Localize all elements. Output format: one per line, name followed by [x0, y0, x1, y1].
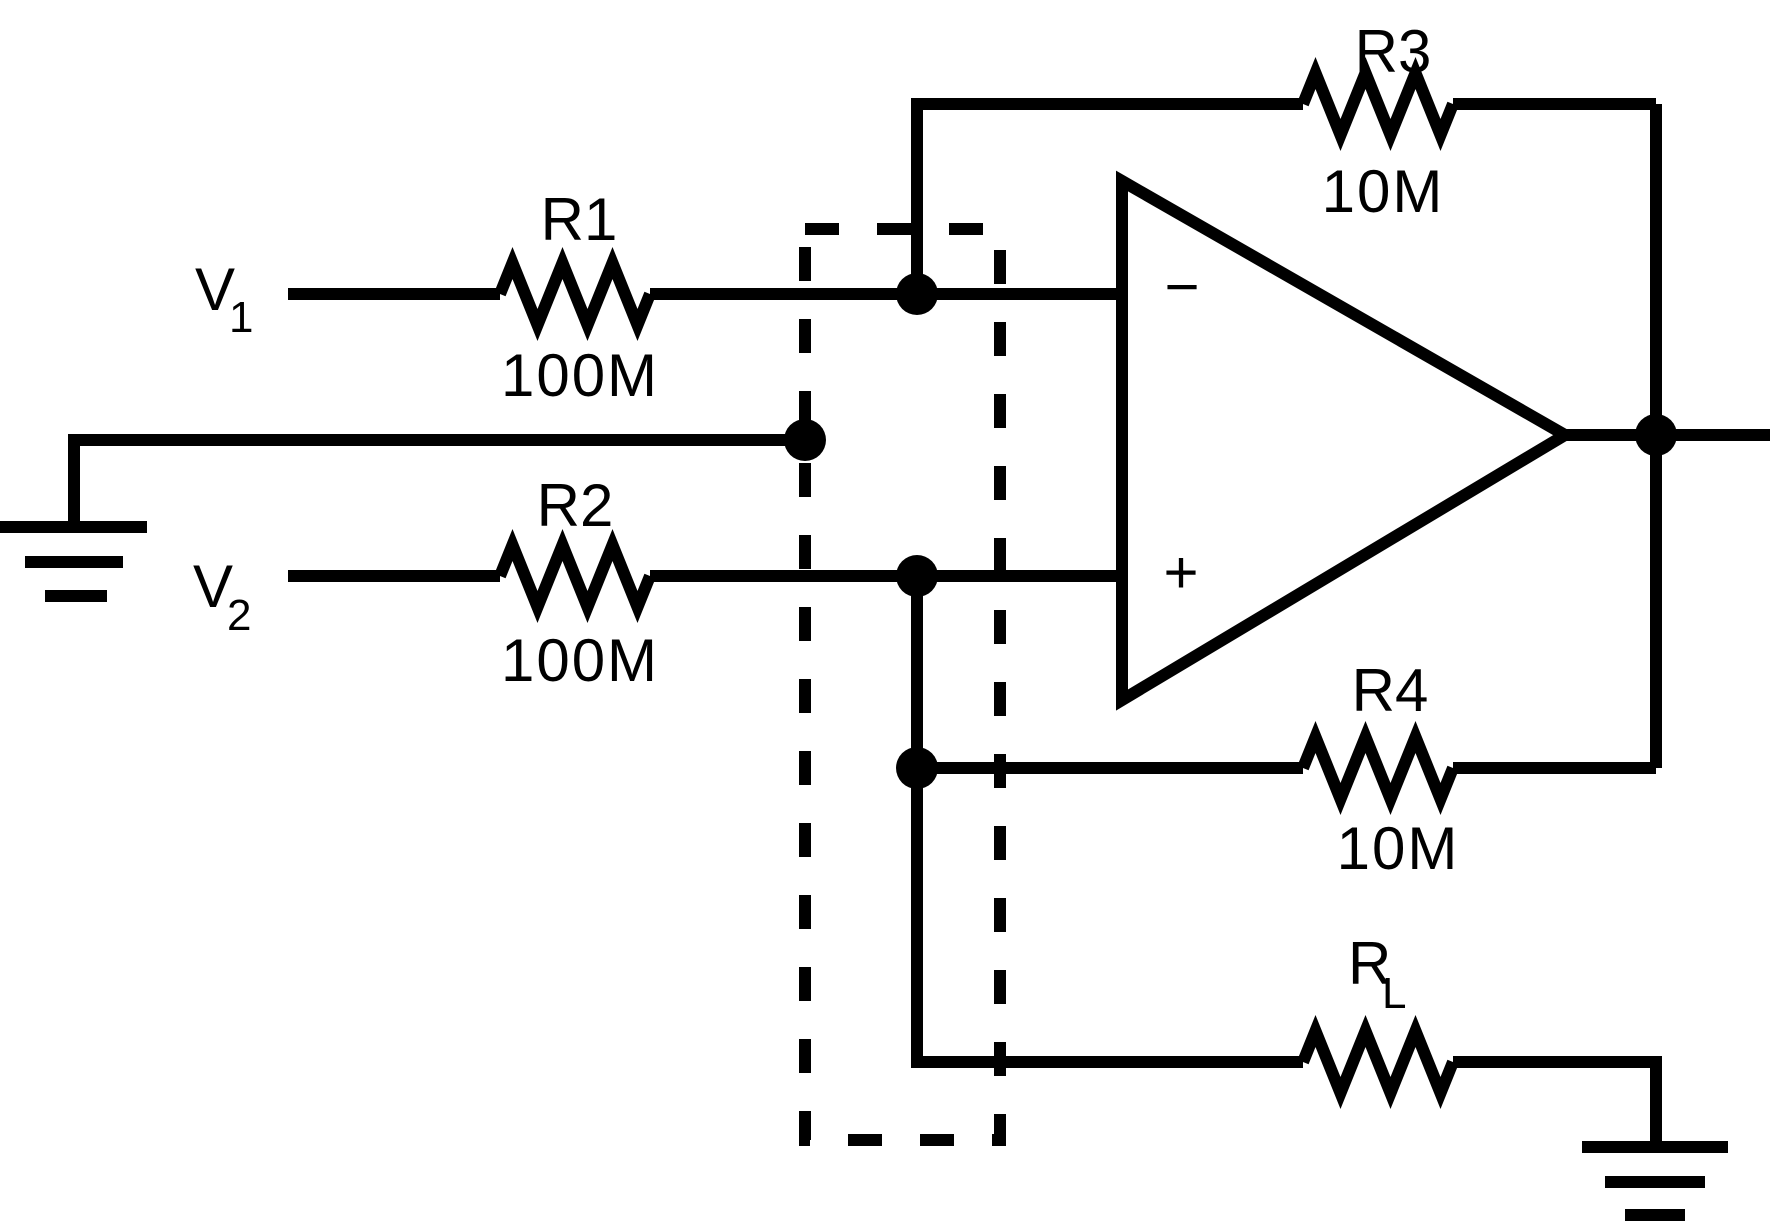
junction-dot-r4-node: [896, 747, 938, 789]
rl-label-subscript: L: [1382, 969, 1406, 1018]
v1-label-subscript: 1: [229, 293, 253, 342]
r1-value: 100M: [501, 342, 659, 409]
r2-label: R2: [537, 472, 614, 539]
resistor-r4-symbol: [1297, 720, 1459, 816]
v2-label: V: [193, 553, 233, 620]
junction-dot-inverting-node: [896, 273, 938, 315]
r4-value: 10M: [1337, 815, 1460, 882]
wire-ground-to-guard: [68, 434, 805, 527]
guard-ring-dashed-box: [799, 223, 1006, 1146]
ground-symbol-bottom: [1582, 1141, 1728, 1221]
opamp-inverting-input-symbol: −: [1164, 253, 1199, 320]
wire-inverting-to-r3: [911, 98, 1303, 294]
ground-symbol-left: [0, 521, 147, 602]
resistor-r1-symbol: [494, 246, 656, 342]
opamp-noninverting-input-symbol: +: [1163, 539, 1198, 606]
junction-dot-output-node: [1635, 414, 1677, 456]
v2-label-subscript: 2: [227, 591, 251, 640]
opamp-triangle: [1116, 170, 1577, 711]
r4-label: R4: [1352, 657, 1429, 724]
r2-value: 100M: [501, 627, 659, 694]
r3-value: 10M: [1322, 158, 1445, 225]
r3-label: R3: [1355, 18, 1432, 85]
wire-rl-to-ground: [1453, 1056, 1662, 1147]
rl-label: R: [1348, 930, 1391, 997]
junction-dot-guard-ground: [784, 419, 826, 461]
resistor-r3-symbol: [1297, 56, 1459, 152]
resistor-r2-symbol: [494, 528, 656, 624]
wire-noninverting-to-rl: [911, 576, 1303, 1068]
v1-label: V: [195, 256, 235, 323]
r1-label: R1: [541, 186, 618, 253]
resistor-rl-symbol: [1297, 1014, 1459, 1110]
junction-dot-noninverting-node: [896, 555, 938, 597]
